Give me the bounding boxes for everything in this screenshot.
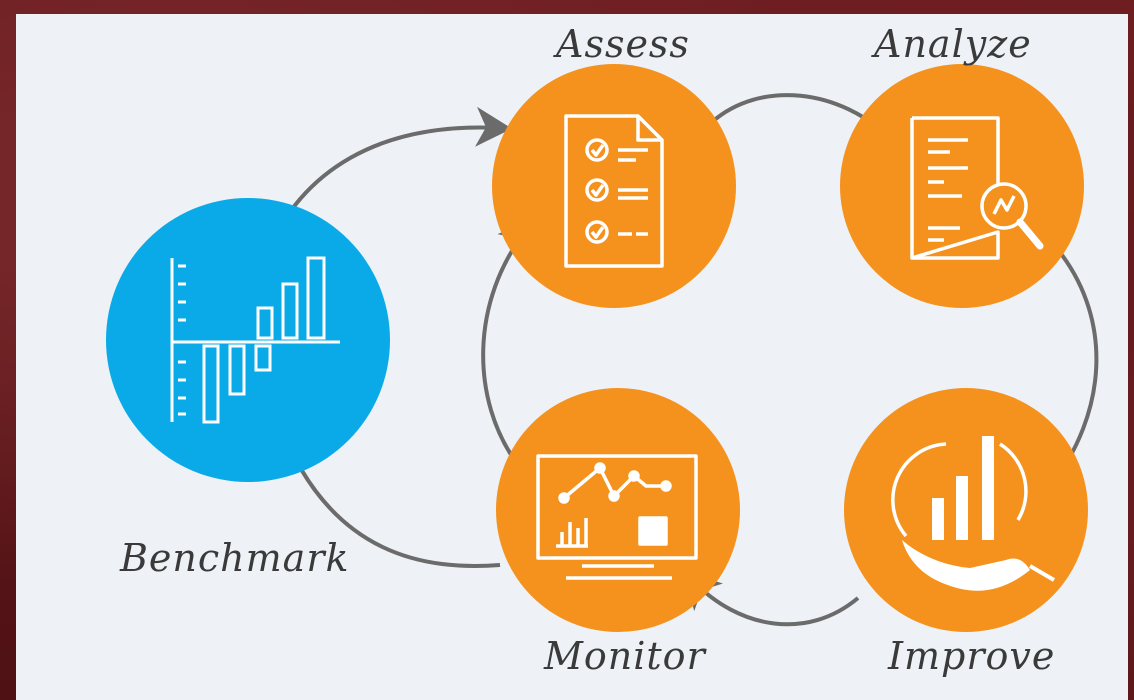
assess-circle	[492, 64, 736, 308]
monitor-node	[496, 388, 740, 632]
benchmark-label: Benchmark	[120, 536, 350, 580]
benchmark-circle	[106, 198, 390, 482]
analyze-node	[840, 64, 1084, 308]
analyze-circle	[840, 64, 1084, 308]
arrow-improve-to-monitor	[683, 571, 860, 627]
analyze-label: Analyze	[874, 22, 1032, 66]
improve-label: Improve	[888, 634, 1056, 678]
monitor-label: Monitor	[544, 634, 706, 678]
checklist-document-icon	[564, 114, 664, 268]
assess-label: Assess	[556, 22, 690, 66]
arrow-monitor-to-assess	[481, 218, 536, 467]
computer-monitor-chart-icon	[536, 454, 698, 580]
document-magnifier-icon	[910, 116, 1044, 260]
monitor-circle	[496, 388, 740, 632]
bar-chart-axis-icon	[170, 256, 340, 424]
hand-bar-chart-icon	[891, 436, 1056, 591]
assess-node	[492, 64, 736, 308]
improve-node	[844, 388, 1088, 632]
benchmark-node	[106, 198, 390, 482]
